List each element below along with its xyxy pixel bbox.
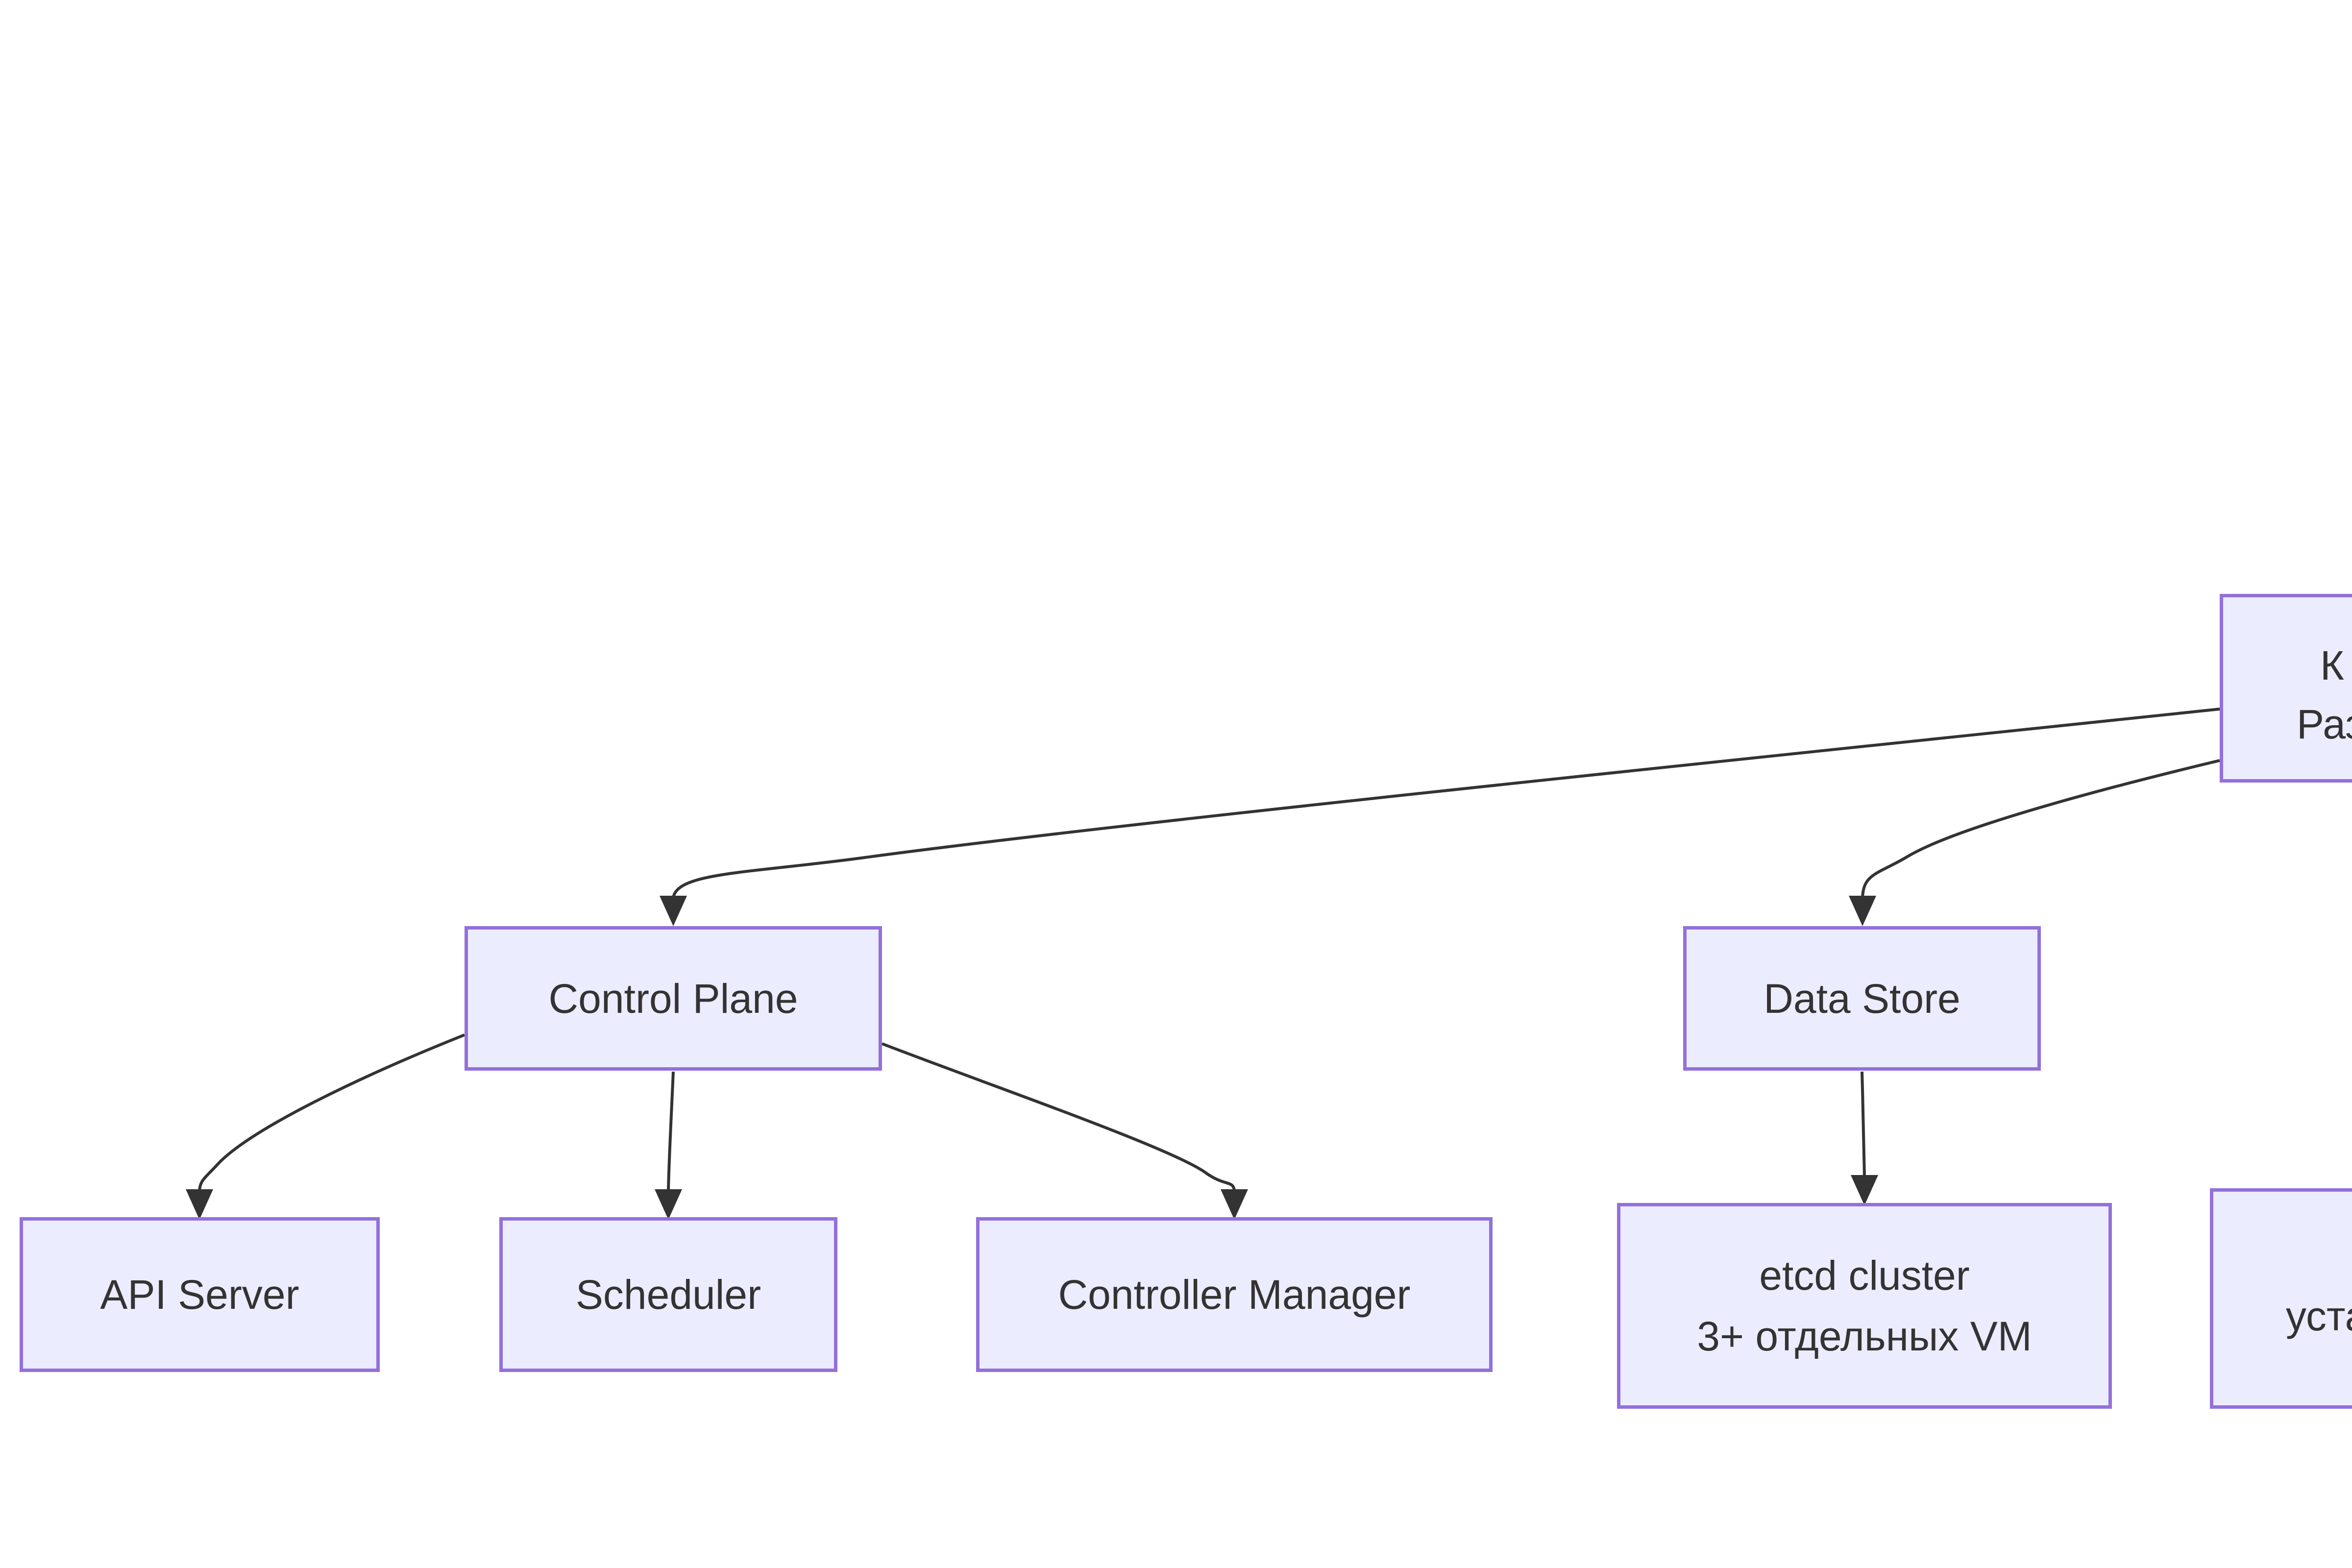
node-root-clipped: К Раз (2220, 594, 2352, 783)
node-etcd-cluster-label-line2: 3+ отдельных VM (1697, 1313, 2032, 1359)
edge-control-plane-to-scheduler (667, 1071, 675, 1192)
node-data-store-label: Data Store (1764, 975, 1960, 1022)
node-api-server: API Server (20, 1217, 380, 1372)
edge-root-to-control-plane (672, 708, 2220, 898)
arrowhead-api-server (186, 1189, 213, 1220)
node-control-plane-label: Control Plane (548, 975, 798, 1022)
node-bottom-right-label-line2: уста (2286, 1293, 2352, 1339)
node-controller-manager: Controller Manager (976, 1217, 1493, 1372)
node-etcd-cluster: etcd cluster 3+ отдельных VM (1617, 1203, 2112, 1409)
node-root-label-line2: Раз (2297, 701, 2352, 747)
node-scheduler-label: Scheduler (575, 1272, 761, 1318)
edge-root-to-data-store (1861, 759, 2220, 898)
node-bottom-right-clipped: уста (2210, 1188, 2352, 1409)
node-scheduler: Scheduler (499, 1217, 837, 1372)
arrowhead-scheduler (655, 1189, 682, 1220)
edge-data-store-to-etcd (1861, 1071, 1866, 1177)
arrowhead-data-store (1849, 896, 1876, 926)
node-etcd-cluster-label-line1: etcd cluster (1759, 1252, 1970, 1298)
node-control-plane: Control Plane (465, 926, 882, 1071)
edge-control-plane-to-api-server (198, 1033, 466, 1192)
arrowhead-controller-manager (1221, 1189, 1248, 1220)
arrowhead-control-plane (660, 896, 687, 926)
arrowhead-etcd (1851, 1175, 1878, 1205)
node-root-label-line1: К (2320, 642, 2344, 688)
node-data-store: Data Store (1683, 926, 2041, 1071)
edge-control-plane-to-controller-manager (881, 1042, 1236, 1192)
node-api-server-label: API Server (100, 1272, 299, 1318)
node-controller-manager-label: Controller Manager (1058, 1272, 1411, 1318)
